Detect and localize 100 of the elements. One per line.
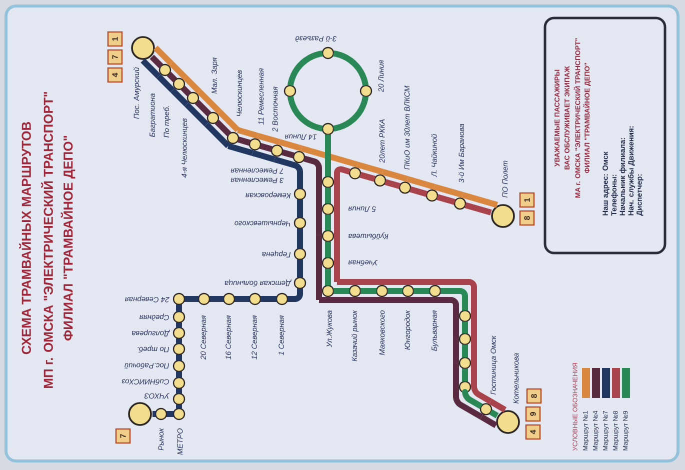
subtitle: ФИЛИАЛ "ТРАМВАЙНОЕ ДЕПО" — [60, 136, 76, 340]
route-line — [316, 236, 322, 263]
route-line — [288, 50, 324, 86]
route-number-badge: 8 — [526, 388, 542, 404]
route-line — [288, 96, 324, 132]
route-line — [316, 182, 322, 209]
route-line — [406, 176, 436, 190]
route-line — [334, 166, 351, 182]
route-line — [316, 208, 322, 236]
route-line — [471, 338, 477, 363]
route-line — [214, 120, 232, 136]
route-line — [453, 338, 459, 363]
route-line — [440, 288, 468, 310]
route-line — [435, 296, 459, 316]
route-line — [288, 288, 303, 302]
route-number-badge: 9 — [525, 406, 541, 422]
notice-panel — [544, 16, 666, 254]
route-line — [325, 134, 331, 176]
route-line — [462, 344, 468, 358]
route-line — [180, 86, 192, 96]
route-line — [184, 296, 198, 302]
route-line — [169, 62, 188, 80]
route-line — [156, 74, 175, 92]
route-line — [462, 192, 498, 208]
route-line — [260, 296, 276, 302]
route-line — [355, 279, 382, 285]
route-line — [408, 296, 435, 303]
route-line — [382, 168, 408, 182]
route-line — [332, 96, 369, 132]
route-line — [414, 288, 430, 294]
route-line — [170, 88, 189, 106]
route-line — [325, 188, 331, 204]
route-line — [274, 156, 298, 169]
route-line — [435, 279, 477, 316]
route-line — [217, 110, 240, 132]
route-line — [140, 58, 161, 78]
route-number-badge: 7 — [115, 428, 131, 444]
route-line — [453, 362, 459, 387]
route-line — [252, 150, 276, 162]
route-number-badge: 4 — [107, 67, 123, 83]
route-line — [204, 122, 230, 148]
route-line — [388, 288, 402, 294]
route-line — [236, 127, 258, 139]
route-line — [325, 214, 331, 230]
route-line — [489, 398, 507, 412]
route-line — [434, 184, 464, 198]
route-line — [183, 76, 202, 94]
route-line — [166, 410, 174, 417]
route-line — [334, 182, 340, 209]
route-line — [300, 146, 358, 168]
route-line — [184, 102, 209, 126]
route-line — [337, 279, 355, 285]
route-line — [176, 371, 182, 378]
route-line — [297, 228, 303, 248]
route-line — [360, 288, 376, 294]
route-line — [453, 316, 459, 339]
title: СХЕМА ТРАМВАЙНЫХ МАРШРУТОВ — [19, 122, 31, 354]
route-line — [197, 90, 222, 114]
route-line — [176, 304, 182, 312]
route-line — [281, 149, 295, 158]
route-line — [462, 368, 468, 382]
route-line — [480, 414, 498, 428]
route-line — [176, 322, 182, 328]
route-line — [152, 410, 156, 417]
route-line — [150, 54, 164, 68]
route-line — [453, 386, 483, 420]
route-line — [278, 139, 302, 152]
route-line — [355, 296, 382, 303]
route-line — [359, 172, 376, 182]
route-line — [153, 46, 174, 66]
route-line — [462, 321, 468, 334]
route-line — [334, 263, 340, 282]
route-line — [292, 162, 303, 188]
subtitle: МП г. ОМСКА "ЭЛЕКТРИЧЕСКИЙ ТРАНСПОРТ" — [41, 92, 53, 388]
route-number-badge: 8 — [519, 210, 535, 226]
route-line — [166, 72, 178, 82]
route-number-badge: 7 — [107, 49, 123, 65]
route-number-badge: 1 — [519, 192, 535, 208]
route-line — [234, 296, 250, 302]
route-line — [356, 162, 384, 175]
route-line — [325, 268, 331, 286]
route-line — [316, 263, 322, 300]
route-line — [297, 199, 303, 218]
route-line — [436, 194, 456, 205]
route-line — [334, 208, 340, 236]
route-line — [334, 288, 350, 294]
route-line — [256, 132, 280, 145]
route-line — [408, 279, 435, 285]
route-number-badge: 4 — [525, 424, 541, 440]
route-line — [176, 354, 182, 360]
route-line — [210, 296, 224, 302]
route-line — [259, 143, 273, 152]
route-line — [176, 338, 182, 344]
route-line — [297, 259, 303, 278]
route-line — [176, 404, 182, 408]
route-line — [471, 316, 477, 339]
route-line — [489, 409, 499, 418]
route-line — [332, 50, 369, 86]
route-line — [325, 241, 331, 258]
route-line — [237, 136, 251, 146]
